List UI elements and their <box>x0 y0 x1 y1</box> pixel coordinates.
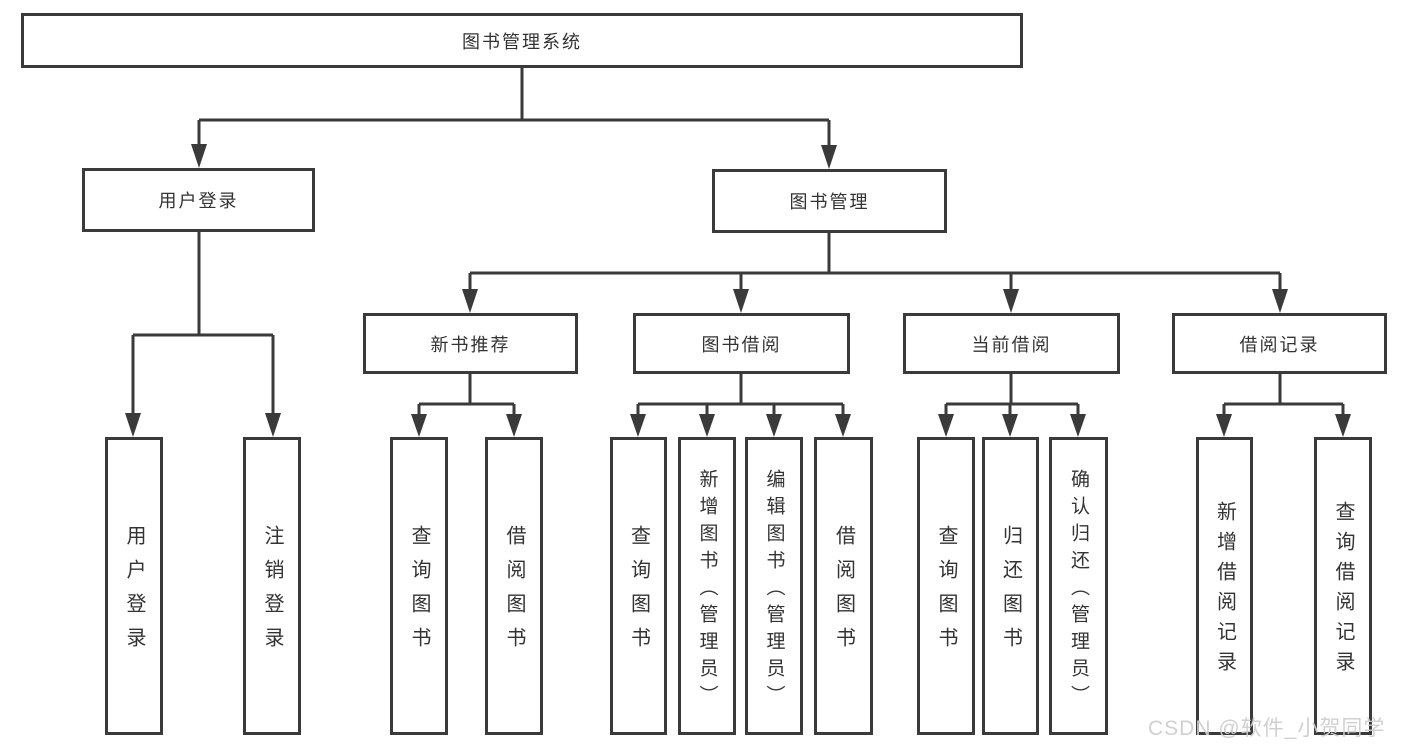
leaf-query-books-recommend-label: 查询图书 <box>408 525 430 661</box>
node-new-book-recommend: 新书推荐 <box>363 313 578 374</box>
leaf-borrow-books-recommend-label: 借阅图书 <box>503 525 525 661</box>
node-current-borrowing: 当前借阅 <box>903 313 1120 374</box>
leaf-borrow-books-recommend: 借阅图书 <box>485 437 543 735</box>
leaf-user-login-label: 用户登录 <box>123 525 145 661</box>
leaf-logout: 注销登录 <box>243 437 301 735</box>
node-borrowing-records: 借阅记录 <box>1172 313 1387 374</box>
leaf-query-books-borrowing: 查询图书 <box>610 437 667 735</box>
leaf-borrow-books: 借阅图书 <box>814 437 873 735</box>
node-current-borrowing-label: 当前借阅 <box>971 334 1052 355</box>
node-book-management: 图书管理 <box>712 169 947 233</box>
leaf-query-borrow-record: 查询借阅记录 <box>1314 437 1372 735</box>
leaf-add-borrow-record: 新增借阅记录 <box>1196 437 1253 735</box>
leaf-add-books-admin: 新增图书（管理员） <box>678 437 736 735</box>
node-user-login: 用户登录 <box>82 168 315 232</box>
node-borrowing-records-label: 借阅记录 <box>1239 334 1320 355</box>
node-new-book-recommend-label: 新书推荐 <box>430 334 511 355</box>
node-root: 图书管理系统 <box>21 13 1023 68</box>
leaf-edit-books-admin-label: 编辑图书（管理员） <box>763 468 785 712</box>
leaf-edit-books-admin: 编辑图书（管理员） <box>745 437 803 735</box>
leaf-query-books-recommend: 查询图书 <box>390 437 448 735</box>
node-user-login-label: 用户登录 <box>158 191 239 211</box>
leaf-query-borrow-record-label: 查询借阅记录 <box>1332 501 1354 681</box>
leaf-confirm-return-admin-label: 确认归还（管理员） <box>1068 468 1089 712</box>
node-book-borrowing: 图书借阅 <box>633 313 850 374</box>
leaf-borrow-books-label: 借阅图书 <box>832 525 855 661</box>
node-book-borrowing-label: 图书借阅 <box>701 334 782 355</box>
leaf-query-books-current-label: 查询图书 <box>935 525 957 661</box>
csdn-watermark: CSDN @软件_小贺同学 <box>1148 717 1386 740</box>
leaf-query-books-borrowing-label: 查询图书 <box>627 525 650 661</box>
leaf-return-books-label: 归还图书 <box>999 525 1022 661</box>
leaf-return-books: 归还图书 <box>982 437 1039 735</box>
leaf-logout-label: 注销登录 <box>261 525 283 661</box>
leaf-add-books-admin-label: 新增图书（管理员） <box>696 468 718 712</box>
node-book-management-label: 图书管理 <box>789 192 870 212</box>
leaf-user-login: 用户登录 <box>105 437 163 735</box>
leaf-query-books-current: 查询图书 <box>917 437 975 735</box>
leaf-confirm-return-admin: 确认归还（管理员） <box>1049 437 1108 735</box>
node-root-label: 图书管理系统 <box>462 31 582 52</box>
leaf-add-borrow-record-label: 新增借阅记录 <box>1213 501 1236 681</box>
